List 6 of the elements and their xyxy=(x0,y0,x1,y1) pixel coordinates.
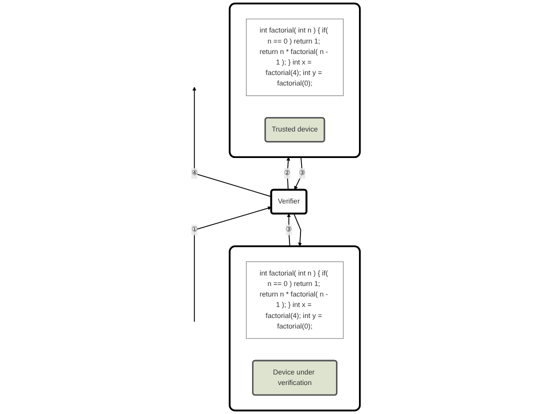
arrow xyxy=(294,156,303,190)
arrow xyxy=(192,86,272,198)
cluster xyxy=(228,245,361,412)
cluster xyxy=(228,2,361,158)
arrow xyxy=(293,213,302,246)
arrow xyxy=(194,206,272,322)
